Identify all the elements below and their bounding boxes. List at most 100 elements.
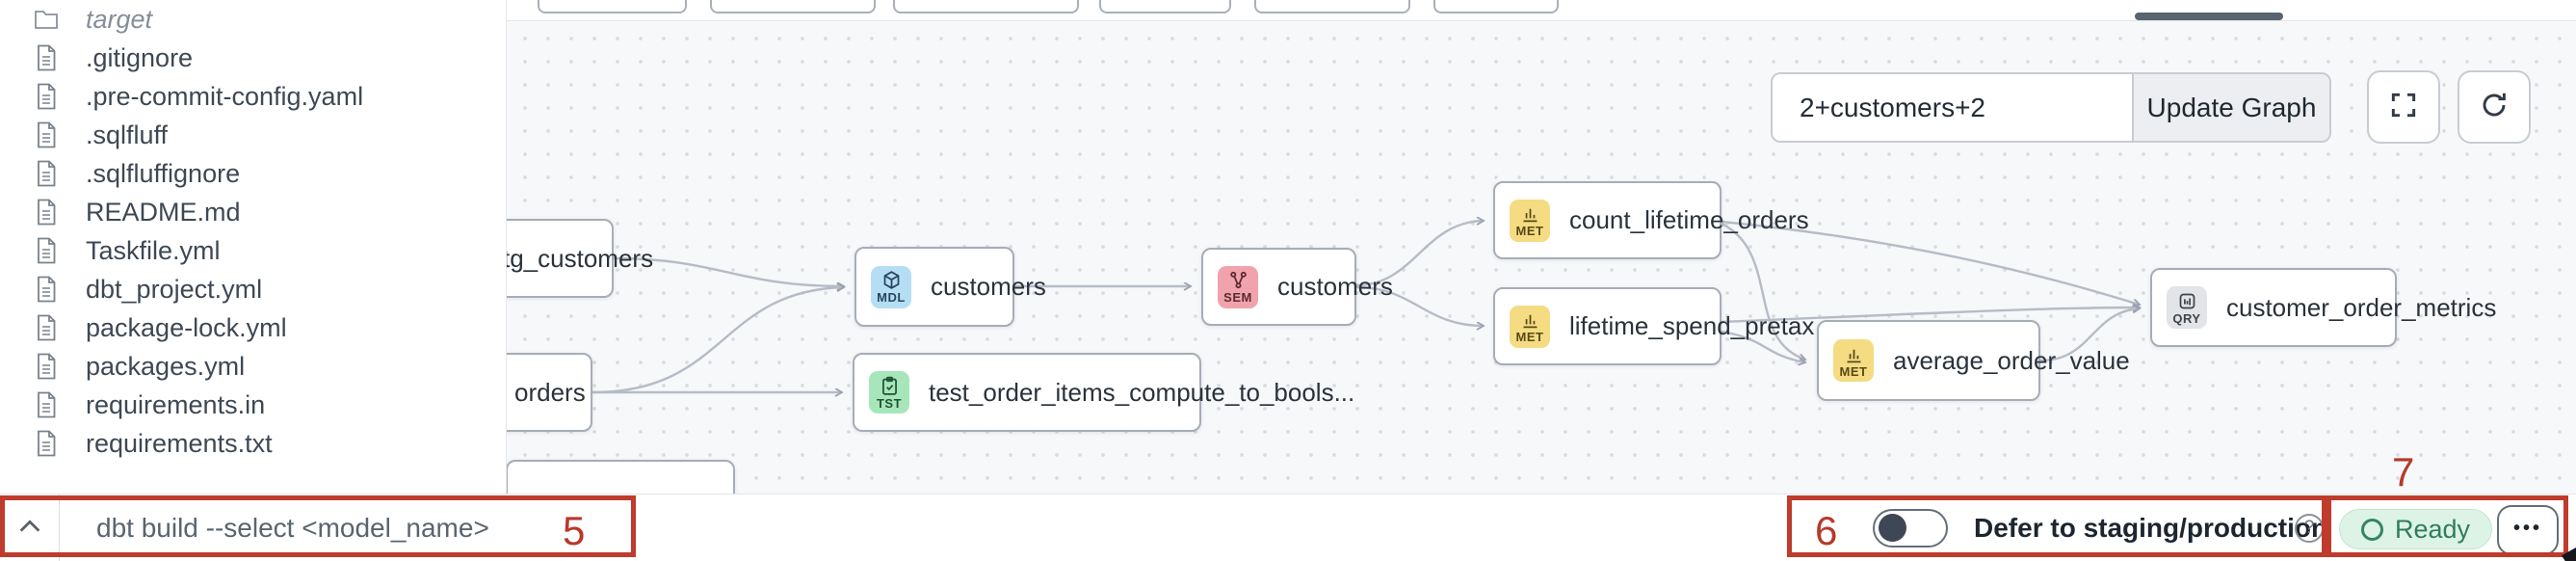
tree-item--sqlfluff[interactable]: .sqlfluff	[0, 116, 506, 154]
node-label: average_order_value	[1893, 345, 2130, 375]
graph-node-lifetime-spend-pretax[interactable]: MET lifetime_spend_pretax	[1493, 287, 1814, 365]
tree-item-label: README.md	[86, 197, 241, 227]
badge-label: QRY	[2172, 310, 2201, 326]
node-label: lifetime_spend_pretax	[1569, 311, 1815, 340]
bars-icon	[1847, 349, 1860, 362]
qry-badge: QRY	[2167, 286, 2207, 329]
cube-icon	[883, 271, 899, 289]
toolbar-chip-cutoff[interactable]	[538, 0, 687, 13]
file-icon	[32, 199, 61, 226]
toolbar-chip-cutoff[interactable]	[893, 0, 1079, 13]
flow-icon	[1229, 271, 1247, 289]
bars-icon	[1523, 314, 1537, 329]
sem-badge: SEM	[1218, 265, 1258, 308]
tree-item-label: .gitignore	[86, 42, 194, 72]
node-label: customer_order_metrics	[2226, 292, 2497, 322]
defer-toggle[interactable]	[1873, 509, 1948, 548]
met-badge: MET	[1510, 199, 1550, 242]
graph-selector-input[interactable]: 2+customers+2	[1771, 72, 2134, 143]
badge-label: MET	[1515, 330, 1544, 344]
file-icon	[32, 44, 61, 71]
tree-item--pre-commit-config-yaml[interactable]: .pre-commit-config.yaml	[0, 77, 506, 116]
file-icon	[32, 430, 61, 457]
tree-item-package-lock-yml[interactable]: package-lock.yml	[0, 308, 506, 347]
node-label: stg_customers	[490, 243, 654, 273]
status-badge[interactable]: Ready	[2339, 509, 2493, 549]
bar-divider	[59, 494, 60, 561]
more-options-button[interactable]: •••	[2497, 505, 2559, 555]
badge-label: MET	[1839, 363, 1868, 379]
tree-item-requirements-txt[interactable]: requirements.txt	[0, 424, 506, 463]
met-badge: MET	[1510, 305, 1550, 348]
file-icon	[32, 121, 61, 148]
graph-node-customers-model[interactable]: MDL customers	[854, 247, 1046, 327]
fullscreen-button[interactable]	[2367, 70, 2440, 144]
toolbar-chip-cutoff[interactable]	[1099, 0, 1231, 13]
tree-item-readme-md[interactable]: README.md	[0, 193, 506, 231]
toolbar-chip-cutoff[interactable]	[1433, 0, 1559, 13]
fullscreen-icon	[2388, 90, 2419, 125]
badge-label: SEM	[1223, 290, 1252, 305]
node-label: customers	[931, 272, 1046, 301]
query-icon	[2179, 293, 2195, 308]
tree-item--sqlfluffignore[interactable]: .sqlfluffignore	[0, 154, 506, 193]
refresh-icon	[2479, 90, 2510, 125]
tree-item-label: .sqlfluff	[86, 120, 169, 149]
graph-node-average-order-value[interactable]: MET average_order_value	[1817, 320, 2130, 401]
tree-item--gitignore[interactable]: .gitignore	[0, 39, 506, 77]
graph-node-customer-order-metrics[interactable]: QRY customer_order_metrics	[2150, 268, 2496, 347]
graph-node-count-lifetime-orders[interactable]: MET count_lifetime_orders	[1493, 181, 1809, 259]
defer-toggle-knob	[1879, 514, 1906, 542]
file-icon	[32, 83, 61, 110]
toolbar-chip-cutoff[interactable]	[1254, 0, 1410, 13]
file-explorer-panel[interactable]: target .gitignore .pre-commit-config.yaml.…	[0, 0, 507, 494]
file-icon	[32, 391, 61, 418]
badge-label: MDL	[877, 290, 906, 305]
update-graph-button[interactable]: Update Graph	[2132, 72, 2331, 143]
file-icon	[32, 353, 61, 380]
refresh-button[interactable]	[2458, 70, 2531, 144]
graph-node-customers-semantic[interactable]: SEM customers	[1201, 248, 1393, 326]
node-label: test_order_items_compute_to_bools...	[929, 377, 1355, 407]
node-label: customers	[1277, 272, 1393, 301]
expand-panel-button[interactable]	[12, 512, 48, 545]
tree-item-label: requirements.txt	[86, 428, 273, 458]
tree-item-target[interactable]: target	[0, 0, 506, 39]
tree-item-packages-yml[interactable]: packages.yml	[0, 347, 506, 386]
tree-item-label: package-lock.yml	[86, 312, 287, 342]
bars-icon	[1523, 208, 1537, 223]
file-icon	[32, 314, 61, 341]
help-icon[interactable]: ?	[2295, 514, 2324, 543]
badge-label: TST	[876, 395, 903, 411]
active-tab-indicator	[2135, 13, 2283, 20]
file-icon	[32, 237, 61, 264]
tree-item-label: dbt_project.yml	[86, 274, 263, 304]
node-label: count_lifetime_orders	[1569, 205, 1809, 234]
tree-item-dbt-project-yml[interactable]: dbt_project.yml	[0, 270, 506, 308]
tree-item-label: .pre-commit-config.yaml	[86, 81, 364, 111]
folder-icon	[32, 8, 61, 31]
tree-item-label: Taskfile.yml	[86, 235, 221, 265]
tst-badge: TST	[869, 371, 909, 414]
node-label: orders	[514, 377, 586, 407]
met-badge: MET	[1833, 339, 1874, 382]
tree-item-taskfile-yml[interactable]: Taskfile.yml	[0, 231, 506, 270]
file-icon	[32, 160, 61, 187]
chevron-up-icon	[16, 517, 43, 541]
file-icon	[32, 276, 61, 303]
tree-item-label: requirements.in	[86, 389, 266, 419]
graph-node-test-order-items[interactable]: TST test_order_items_compute_to_bools...	[853, 353, 1354, 432]
command-input[interactable]: dbt build --select <model_name>	[96, 513, 489, 543]
mdl-badge: MDL	[871, 265, 911, 308]
bottom-command-bar: dbt build --select <model_name> Defer to…	[0, 494, 2576, 561]
clipboard-icon	[881, 376, 897, 395]
tree-item-label: .sqlfluffignore	[86, 158, 241, 188]
tree-item-label: packages.yml	[86, 351, 246, 381]
status-circle-icon	[2361, 518, 2383, 541]
tree-item-requirements-in[interactable]: requirements.in	[0, 386, 506, 424]
toolbar-chip-cutoff[interactable]	[710, 0, 876, 13]
status-label: Ready	[2395, 514, 2471, 544]
badge-label: MET	[1515, 224, 1544, 238]
tree-item-label: target	[86, 4, 153, 34]
